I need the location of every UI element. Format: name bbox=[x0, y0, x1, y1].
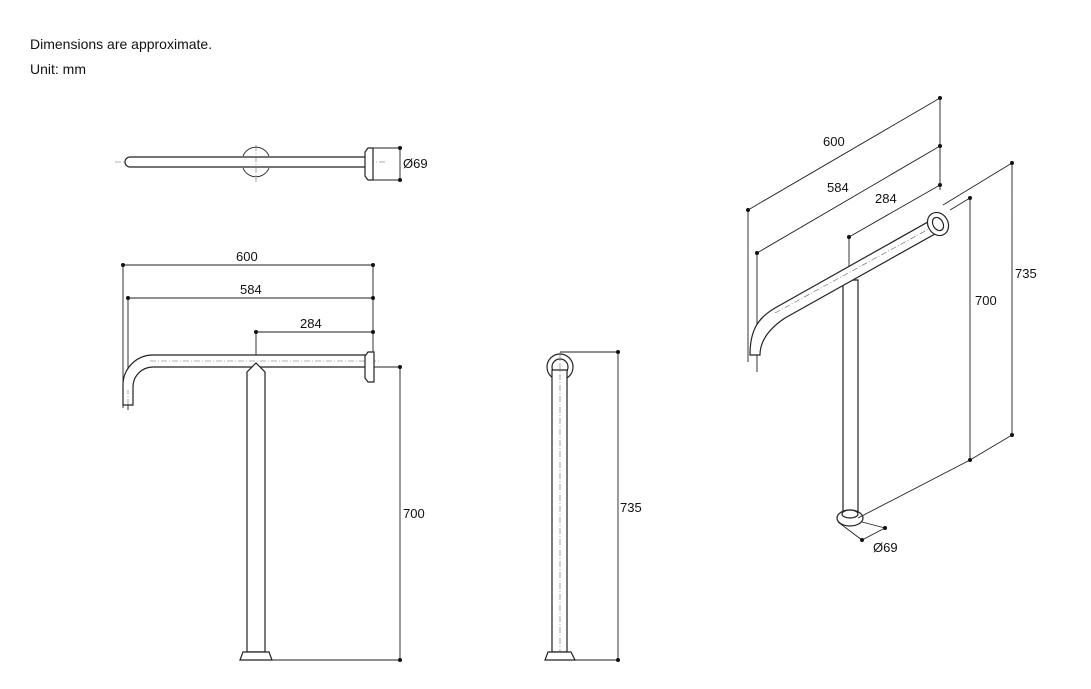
front-600-label: 600 bbox=[236, 249, 258, 264]
iso-floor-flange-inner bbox=[841, 509, 859, 519]
iso-584-label: 584 bbox=[827, 180, 849, 195]
front-width-dimensions bbox=[122, 264, 374, 410]
dimension-dot bbox=[883, 526, 887, 530]
top-diameter-label: Ø69 bbox=[403, 156, 428, 171]
iso-735-label: 735 bbox=[1015, 266, 1037, 281]
top-bar bbox=[124, 156, 368, 168]
iso-600-label: 600 bbox=[823, 134, 845, 149]
front-view: 600 584 284 700 bbox=[121, 249, 425, 662]
side-735-label: 735 bbox=[620, 500, 642, 515]
dimension-dot bbox=[398, 365, 402, 369]
iso-284-label: 284 bbox=[875, 191, 897, 206]
dimension-dot bbox=[968, 196, 972, 200]
dimension-dot bbox=[254, 330, 258, 334]
side-view: 735 bbox=[544, 350, 642, 662]
top-view: Ø69 bbox=[115, 145, 428, 182]
iso-wall-flange-inner bbox=[931, 216, 945, 232]
iso-diameter-dimension bbox=[837, 521, 886, 541]
iso-view: 600 584 284 700 735 Ø69 bbox=[746, 96, 1037, 555]
iso-height-dimensions bbox=[857, 162, 1013, 519]
dimension-dot bbox=[398, 658, 402, 662]
iso-700-label: 700 bbox=[975, 293, 997, 308]
dimension-dot bbox=[616, 658, 620, 662]
front-700-label: 700 bbox=[403, 506, 425, 521]
side-floor-flange bbox=[544, 651, 576, 661]
dimension-dot bbox=[847, 235, 851, 239]
dimension-dot bbox=[746, 208, 750, 212]
dimension-dot bbox=[938, 96, 942, 100]
dimension-dot bbox=[938, 144, 942, 148]
iso-bar-centerline bbox=[774, 223, 939, 314]
top-diameter-dimension bbox=[373, 147, 401, 181]
dimension-dot bbox=[616, 350, 620, 354]
note-unit: Unit: mm bbox=[30, 61, 86, 77]
side-height-dimension bbox=[560, 351, 619, 661]
iso-diameter-label: Ø69 bbox=[873, 540, 898, 555]
side-post bbox=[551, 369, 568, 653]
iso-post bbox=[842, 279, 859, 513]
note-approximate: Dimensions are approximate. bbox=[30, 36, 213, 52]
dimension-dot bbox=[968, 458, 972, 462]
front-post bbox=[246, 362, 266, 653]
front-584-label: 584 bbox=[240, 282, 262, 297]
dimension-dot bbox=[860, 538, 864, 542]
dimension-dot bbox=[1010, 433, 1014, 437]
front-wall-flange bbox=[364, 351, 375, 383]
dimension-dot bbox=[755, 251, 759, 255]
front-height-dimension bbox=[272, 366, 401, 661]
dimension-dot bbox=[371, 296, 375, 300]
dimension-dot bbox=[398, 178, 402, 182]
dimension-dot bbox=[371, 330, 375, 334]
front-bar bbox=[122, 354, 368, 406]
top-wall-flange bbox=[364, 147, 374, 181]
dimension-dot bbox=[121, 263, 125, 267]
dimension-dot bbox=[1010, 161, 1014, 165]
dimension-dot bbox=[371, 263, 375, 267]
dimension-dot bbox=[126, 296, 130, 300]
front-284-label: 284 bbox=[300, 316, 322, 331]
front-floor-flange bbox=[239, 651, 273, 661]
dimension-dot bbox=[398, 146, 402, 150]
dimension-dot bbox=[938, 183, 942, 187]
